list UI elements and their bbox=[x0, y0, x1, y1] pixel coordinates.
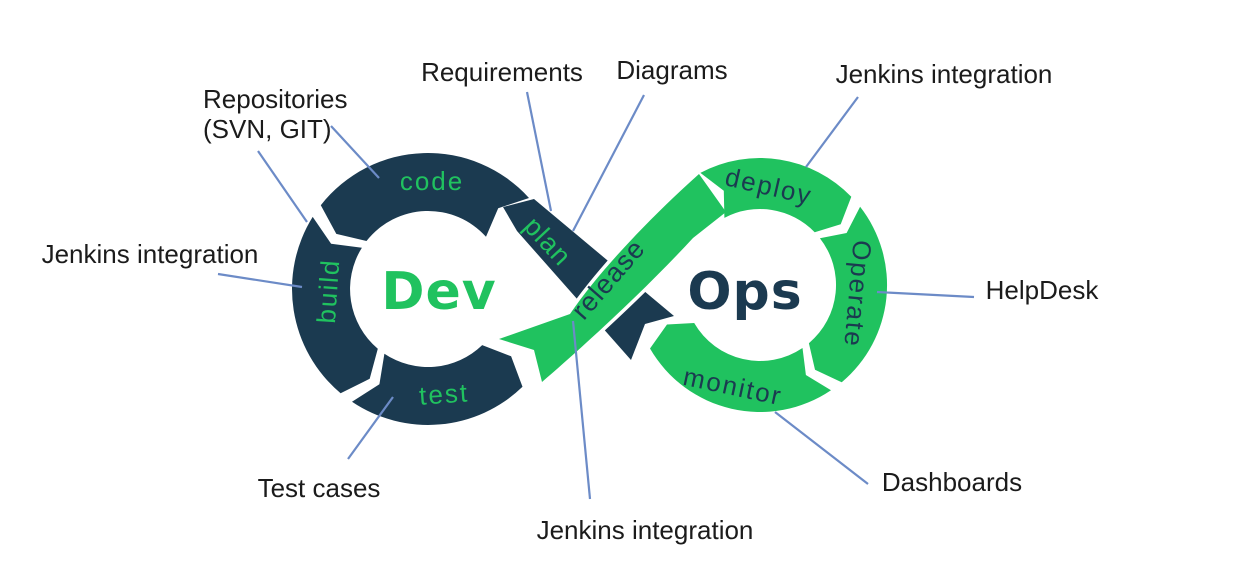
label-diagrams: Diagrams bbox=[616, 55, 728, 85]
label-requirements: Requirements bbox=[421, 57, 583, 87]
segment-build-label: build bbox=[311, 258, 345, 325]
connector-jenkins-top bbox=[805, 96, 859, 168]
segment-deploy-arc bbox=[700, 158, 852, 233]
connector-jenkins-left bbox=[217, 272, 303, 289]
segment-plan-ribbon bbox=[503, 199, 674, 360]
segment-operate-arc bbox=[808, 206, 888, 383]
dev-title: Dev bbox=[381, 262, 496, 322]
label-jenkins-integration-left: Jenkins integration bbox=[41, 239, 259, 269]
connector-repositories bbox=[257, 150, 308, 223]
segment-test-arc bbox=[352, 345, 523, 425]
connector-requirements bbox=[525, 91, 553, 212]
connector-dashboards bbox=[774, 411, 869, 485]
segment-monitor-arc bbox=[650, 323, 831, 413]
connector-diagrams bbox=[572, 94, 645, 232]
segment-test-label: test bbox=[418, 377, 470, 410]
label-repositories-line1: Repositories bbox=[203, 84, 348, 114]
segment-code-label: code bbox=[400, 166, 464, 196]
label-jenkins-integration-bottom: Jenkins integration bbox=[536, 515, 754, 545]
label-helpdesk: HelpDesk bbox=[985, 275, 1099, 305]
segment-release-ribbon bbox=[495, 170, 730, 386]
connector-helpdesk bbox=[876, 290, 975, 299]
label-test-cases: Test cases bbox=[257, 473, 381, 503]
segment-code-arc bbox=[320, 152, 529, 241]
label-jenkins-integration-top: Jenkins integration bbox=[835, 59, 1053, 89]
label-repositories: Repositories (SVN, GIT) bbox=[203, 84, 348, 144]
connector-test-cases bbox=[347, 396, 394, 460]
connector-svn-git bbox=[330, 125, 380, 179]
ops-title: Ops bbox=[687, 262, 802, 322]
label-repositories-line2: (SVN, GIT) bbox=[203, 114, 332, 144]
connector-jenkins-bottom bbox=[571, 320, 592, 500]
label-dashboards: Dashboards bbox=[881, 467, 1023, 497]
segment-build-arc bbox=[292, 216, 378, 394]
